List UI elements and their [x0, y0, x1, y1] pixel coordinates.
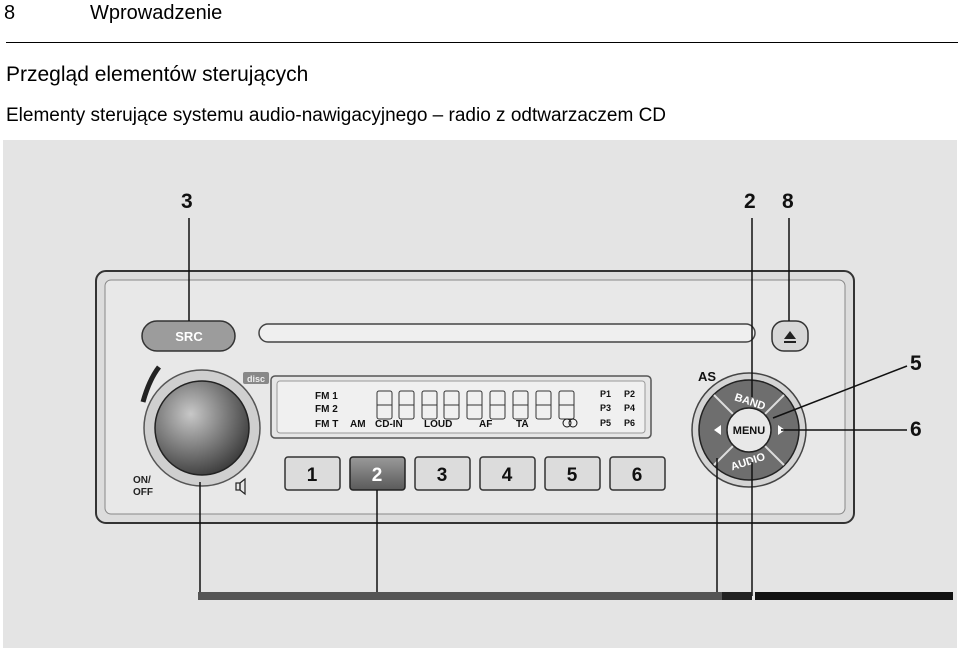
page-number: 8 — [4, 2, 16, 24]
volume-icon — [235, 477, 246, 496]
disc-logo — [243, 372, 269, 384]
display-fm1: FM 1 — [315, 391, 338, 402]
page-subheading: Elementy sterujące systemu audio-nawigac… — [6, 105, 667, 126]
baseline-bar-left — [198, 592, 722, 600]
preset-label-3: 3 — [437, 465, 448, 486]
display-p2: P2 — [624, 389, 635, 399]
header-rule — [6, 42, 958, 43]
volume-knob[interactable] — [154, 380, 250, 476]
menu-label: MENU — [733, 425, 765, 437]
page-heading: Przegląd elementów sterujących — [6, 63, 309, 86]
preset-button-3[interactable] — [414, 456, 471, 491]
display-screen — [276, 380, 646, 434]
as-label: AS — [698, 369, 716, 384]
knob-arc — [140, 365, 162, 403]
callout-3: 3 — [181, 190, 193, 213]
disc-logo-text: disc — [247, 374, 265, 384]
callout-5: 5 — [910, 352, 922, 375]
display-p5: P5 — [600, 418, 611, 428]
radio-drawing: SRC disc ON/ OFF FM 1 FM 2 FM T — [95, 218, 953, 600]
off-label: OFF — [133, 487, 153, 498]
on-label: ON/ — [133, 475, 151, 486]
display-loud: LOUD — [424, 419, 452, 430]
display-af: AF — [479, 419, 492, 430]
preset-label-5: 5 — [567, 465, 578, 486]
preset-label-2: 2 — [372, 465, 383, 486]
preset-label-6: 6 — [632, 465, 643, 486]
preset-button-4[interactable] — [479, 456, 536, 491]
leader-lines — [188, 218, 908, 596]
display-p6: P6 — [624, 418, 635, 428]
stereo-icon — [562, 418, 578, 428]
display-fm2: FM 2 — [315, 404, 338, 415]
callout-8: 8 — [782, 190, 794, 213]
preset-buttons: 1 2 3 4 5 6 — [284, 456, 666, 491]
eject-icon — [784, 331, 796, 343]
preset-label-1: 1 — [307, 465, 318, 486]
menu-button[interactable] — [726, 407, 772, 453]
display-am: AM — [350, 419, 366, 430]
preset-label-4: 4 — [502, 465, 513, 486]
callout-2: 2 — [744, 190, 756, 213]
callout-6: 6 — [910, 418, 922, 441]
left-arrow-icon — [714, 425, 721, 435]
radio-figure: 3 2 8 5 6 SRC — [3, 140, 957, 648]
display-p1: P1 — [600, 389, 611, 399]
preset-button-6[interactable] — [609, 456, 666, 491]
display-p3: P3 — [600, 403, 611, 413]
preset-button-1[interactable] — [284, 456, 341, 491]
src-label: SRC — [175, 329, 203, 344]
preset-button-5[interactable] — [544, 456, 601, 491]
baseline-bar-mid — [722, 592, 752, 600]
display-fmt: FM T — [315, 419, 338, 430]
baseline-bar-right — [755, 592, 953, 600]
display-ta: TA — [516, 419, 529, 430]
display-p4: P4 — [624, 403, 635, 413]
display-cdin: CD-IN — [375, 419, 403, 430]
cd-slot — [258, 323, 756, 343]
section-title: Wprowadzenie — [90, 2, 223, 24]
